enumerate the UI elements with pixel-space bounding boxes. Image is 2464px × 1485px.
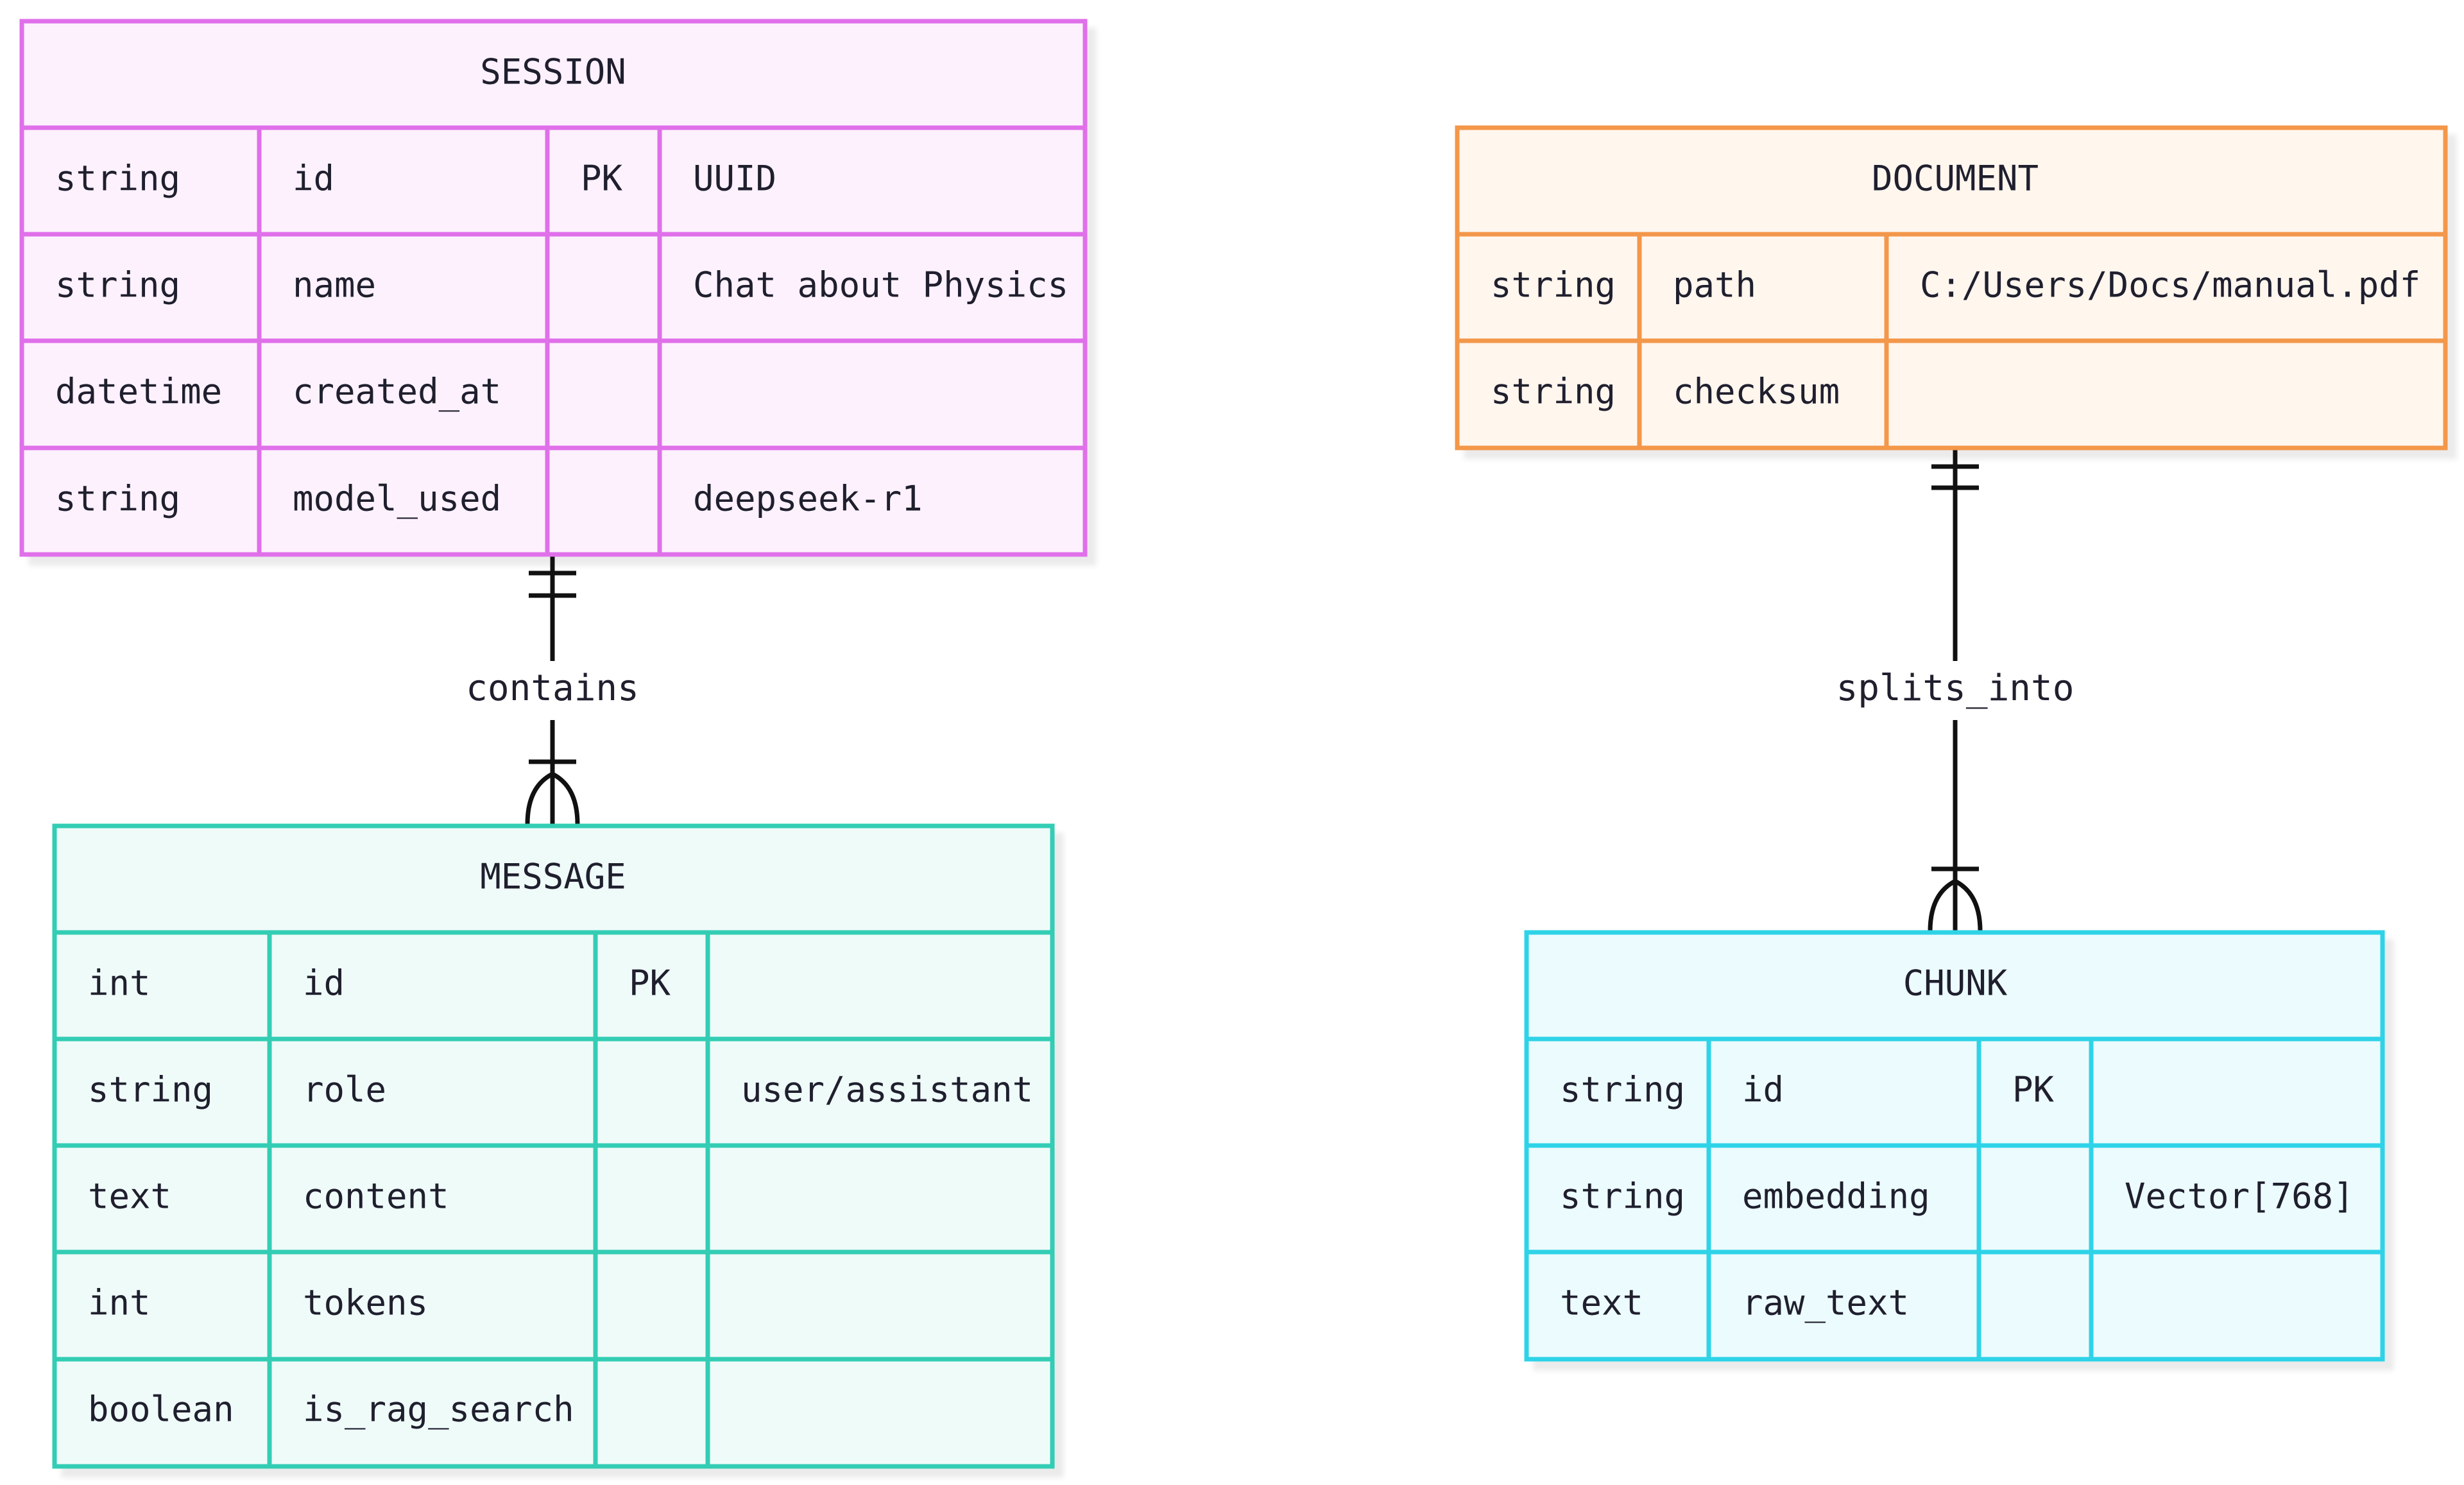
table-row: string role user/assistant — [88, 1070, 1033, 1110]
table-row: text raw_text — [1560, 1283, 1909, 1323]
attribute-key: PK — [2012, 1070, 2055, 1110]
attribute-comment: Vector[768] — [2125, 1176, 2354, 1217]
attribute-key: PK — [629, 963, 671, 1004]
attribute-name: raw_text — [1742, 1283, 1909, 1323]
table-row: string id PK UUID — [55, 159, 776, 199]
attribute-type: string — [55, 265, 180, 305]
attribute-comment: C:/Users/Docs/manual.pdf — [1920, 265, 2420, 305]
one-or-many-marker — [1928, 866, 1983, 932]
table-row: string embedding Vector[768] — [1560, 1176, 2354, 1217]
table-row: string id PK — [1560, 1070, 2055, 1110]
attribute-name: is_rag_search — [303, 1389, 574, 1430]
attribute-type: string — [55, 479, 180, 519]
entity-box — [1455, 125, 2448, 451]
attribute-name: checksum — [1673, 372, 1840, 412]
entity-box — [19, 19, 1088, 557]
attribute-type: text — [1560, 1283, 1643, 1323]
attribute-type: string — [1491, 265, 1616, 305]
entity-title: MESSAGE — [480, 857, 626, 897]
attribute-type: text — [88, 1176, 171, 1217]
attribute-type: int — [88, 1283, 151, 1323]
attribute-name: embedding — [1742, 1176, 1930, 1217]
table-row: boolean is_rag_search — [88, 1389, 574, 1430]
relationship-splits-into: splits_into — [1836, 448, 2075, 932]
attribute-comment: UUID — [693, 159, 776, 199]
entity-session: SESSION string id PK UUID string name Ch… — [19, 19, 1088, 557]
entity-chunk: CHUNK string id PK string embedding Vect… — [1524, 930, 2385, 1362]
table-row: string model_used deepseek-r1 — [55, 479, 923, 519]
attribute-type: int — [88, 963, 151, 1004]
attribute-comment: user/assistant — [741, 1070, 1033, 1110]
relationship-label: splits_into — [1836, 667, 2075, 709]
table-row: string checksum — [1491, 372, 1840, 412]
attribute-name: name — [293, 265, 376, 305]
attribute-name: id — [1742, 1070, 1784, 1110]
table-row: string path C:/Users/Docs/manual.pdf — [1491, 265, 2420, 305]
one-or-many-marker — [525, 759, 580, 825]
entity-document: DOCUMENT string path C:/Users/Docs/manua… — [1455, 125, 2448, 451]
attribute-name: id — [293, 159, 334, 199]
relationship-label: contains — [466, 667, 639, 709]
table-row: int tokens — [88, 1283, 428, 1323]
attribute-type: string — [55, 159, 180, 199]
attribute-key: PK — [581, 159, 623, 199]
entity-title: DOCUMENT — [1872, 159, 2039, 199]
attribute-name: content — [303, 1176, 449, 1217]
attribute-type: boolean — [88, 1389, 234, 1430]
table-row: datetime created_at — [55, 372, 501, 412]
one-only-marker — [529, 571, 576, 598]
attribute-type: string — [1560, 1176, 1685, 1217]
attribute-comment: Chat about Physics — [693, 265, 1068, 305]
attribute-name: role — [303, 1070, 386, 1110]
entity-title: CHUNK — [1903, 963, 2008, 1004]
attribute-type: string — [1491, 372, 1616, 412]
table-row: text content — [88, 1176, 449, 1217]
one-only-marker — [1931, 464, 1979, 490]
attribute-type: string — [88, 1070, 213, 1110]
attribute-type: datetime — [55, 372, 222, 412]
attribute-name: tokens — [303, 1283, 428, 1323]
attribute-comment: deepseek-r1 — [693, 479, 923, 519]
relationship-contains: contains — [466, 553, 639, 825]
attribute-name: model_used — [293, 479, 501, 519]
entity-message: MESSAGE int id PK string role user/assis… — [52, 823, 1055, 1469]
attribute-type: string — [1560, 1070, 1685, 1110]
table-row: string name Chat about Physics — [55, 265, 1068, 305]
attribute-name: created_at — [293, 372, 501, 412]
attribute-name: id — [303, 963, 345, 1004]
table-row: int id PK — [88, 963, 671, 1004]
entity-title: SESSION — [480, 52, 626, 92]
attribute-name: path — [1673, 265, 1756, 305]
